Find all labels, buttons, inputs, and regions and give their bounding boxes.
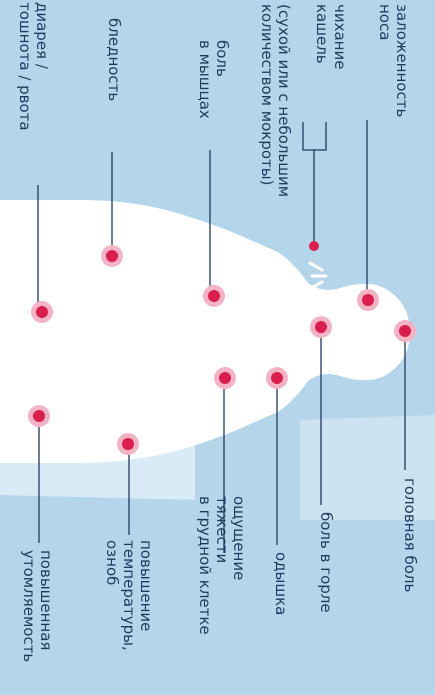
gut-marker bbox=[36, 306, 48, 318]
breath-marker bbox=[271, 372, 283, 384]
label-headache: головная боль bbox=[401, 478, 418, 592]
head-marker bbox=[399, 325, 411, 337]
label-pallor: бледность bbox=[105, 18, 122, 101]
fatigue-marker bbox=[33, 410, 45, 422]
label-shortness-of-breath: одышка bbox=[272, 552, 289, 615]
label-diarrhea: диарея / тошнота / рвота bbox=[16, 2, 50, 131]
label-sneezing: чихание bbox=[331, 4, 348, 69]
muscle-marker bbox=[208, 290, 220, 302]
label-chest-heaviness: ощущение тяжести в грудной клетке bbox=[196, 496, 247, 635]
throat-marker bbox=[315, 321, 327, 333]
label-nasal-congestion: заложенность носа bbox=[376, 4, 410, 117]
pallor-marker bbox=[106, 250, 118, 262]
label-fatigue: повышенная утомляемость bbox=[20, 550, 54, 662]
label-cough: кашель bbox=[313, 4, 330, 64]
fever-marker bbox=[122, 438, 134, 450]
label-muscle-pain: боль в мышцах bbox=[196, 40, 230, 119]
label-sore-throat: боль в горле bbox=[317, 512, 334, 613]
sneeze-cough-marker bbox=[309, 241, 319, 251]
nose-marker bbox=[362, 294, 374, 306]
label-cough-note: (сухой или с небольшим количеством мокро… bbox=[258, 4, 292, 197]
chest-marker bbox=[219, 372, 231, 384]
label-fever: повышение температуры, озноб bbox=[103, 540, 154, 651]
